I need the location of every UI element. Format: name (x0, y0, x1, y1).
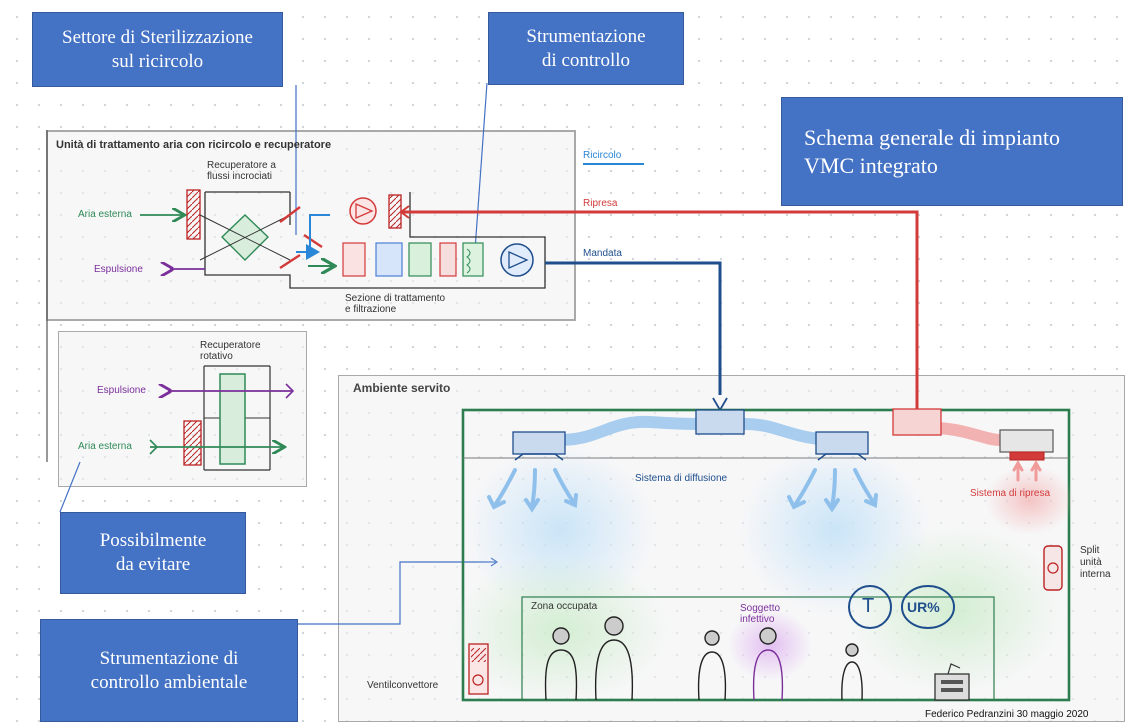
treatment-section-label: Sezione di trattamento e filtrazione (345, 293, 446, 315)
heating-coil (342, 242, 366, 277)
humidifier (439, 242, 457, 277)
occupants (544, 616, 863, 701)
rotary-recuperator-panel (58, 331, 307, 487)
expulsion-label: Espulsione (94, 264, 143, 275)
diffusion-arrows-left (487, 468, 578, 513)
return-grille (1009, 451, 1045, 461)
split-unit (1043, 545, 1063, 591)
recirculation-path (309, 214, 330, 247)
rotary-outside-air-label: Aria esterna (78, 441, 132, 452)
leader-ambient (296, 561, 497, 625)
return-filter (388, 194, 402, 229)
humidity-sensor (901, 585, 955, 629)
diffusion-arrows-right (787, 468, 878, 513)
infective-subject-label: Soggetto infettivo (740, 603, 781, 625)
rotary-expulsion-label: Espulsione (97, 385, 146, 396)
humidity-sensor-label: UR% (907, 599, 940, 615)
callout-general-scheme: Schema generale di impianto VMC integrat… (781, 97, 1123, 206)
supply-duct (545, 261, 722, 395)
split-unit-label: Split unità interna (1080, 545, 1111, 580)
outside-air-label: Aria esterna (78, 209, 132, 220)
damper-recirc (303, 234, 323, 248)
extraction-arrows (1012, 459, 1042, 482)
ahu-title: Unità di trattamento aria con ricircolo … (56, 139, 332, 151)
damper-2 (279, 253, 301, 270)
recuperator-label: Recuperatore a flussi incrociati (207, 160, 276, 182)
legend-supply: Mandata (583, 248, 622, 259)
occupied-zone-label: Zona occupata (531, 601, 598, 612)
rotary-wheel (219, 373, 246, 465)
diffuser-left (512, 431, 566, 455)
leader-avoid (59, 461, 81, 513)
supply-plenum (695, 409, 745, 435)
legend-return: Ripresa (583, 198, 618, 209)
return-grille-box (999, 429, 1054, 453)
diffusion-system-label: Sistema di diffusione (635, 473, 728, 484)
extraction-system-label: Sistema di ripresa (970, 488, 1051, 499)
cooling-coil (375, 242, 403, 277)
filter-section (408, 242, 432, 277)
sterilization-module (462, 242, 484, 277)
damper-1 (279, 206, 301, 223)
return-extraction-duct (932, 422, 1006, 446)
ambient-title: Ambiente servito (353, 381, 451, 395)
temperature-sensor (848, 585, 892, 629)
rotary-title: Recuperatore rotativo (200, 340, 261, 362)
author-credit: Federico Pedranzini 30 maggio 2020 (925, 709, 1089, 720)
temperature-sensor-label: T (862, 595, 875, 617)
printer-icon (934, 673, 970, 701)
callout-sterilization-sector: Settore di Sterilizzazione sul ricircolo (32, 12, 283, 87)
diffuser-right (815, 431, 869, 455)
callout-ambient-instruments: Strumentazione di controllo ambientale (40, 619, 298, 722)
callout-control-instruments: Strumentazione di controllo (488, 12, 684, 85)
return-plenum (892, 408, 942, 436)
fan-coil-label: Ventilconvettore (367, 680, 439, 691)
ahu-casing (204, 192, 546, 289)
callout-preferably-avoid: Possibilmente da evitare (60, 512, 246, 594)
leader-instruments (474, 82, 488, 251)
supply-distribution-duct (554, 415, 726, 446)
rotary-filter (183, 420, 202, 466)
return-duct (401, 210, 919, 412)
legend-recirculation: Ricircolo (583, 150, 622, 161)
occupied-zone-outline (521, 596, 995, 701)
outside-air-filter (186, 189, 201, 240)
